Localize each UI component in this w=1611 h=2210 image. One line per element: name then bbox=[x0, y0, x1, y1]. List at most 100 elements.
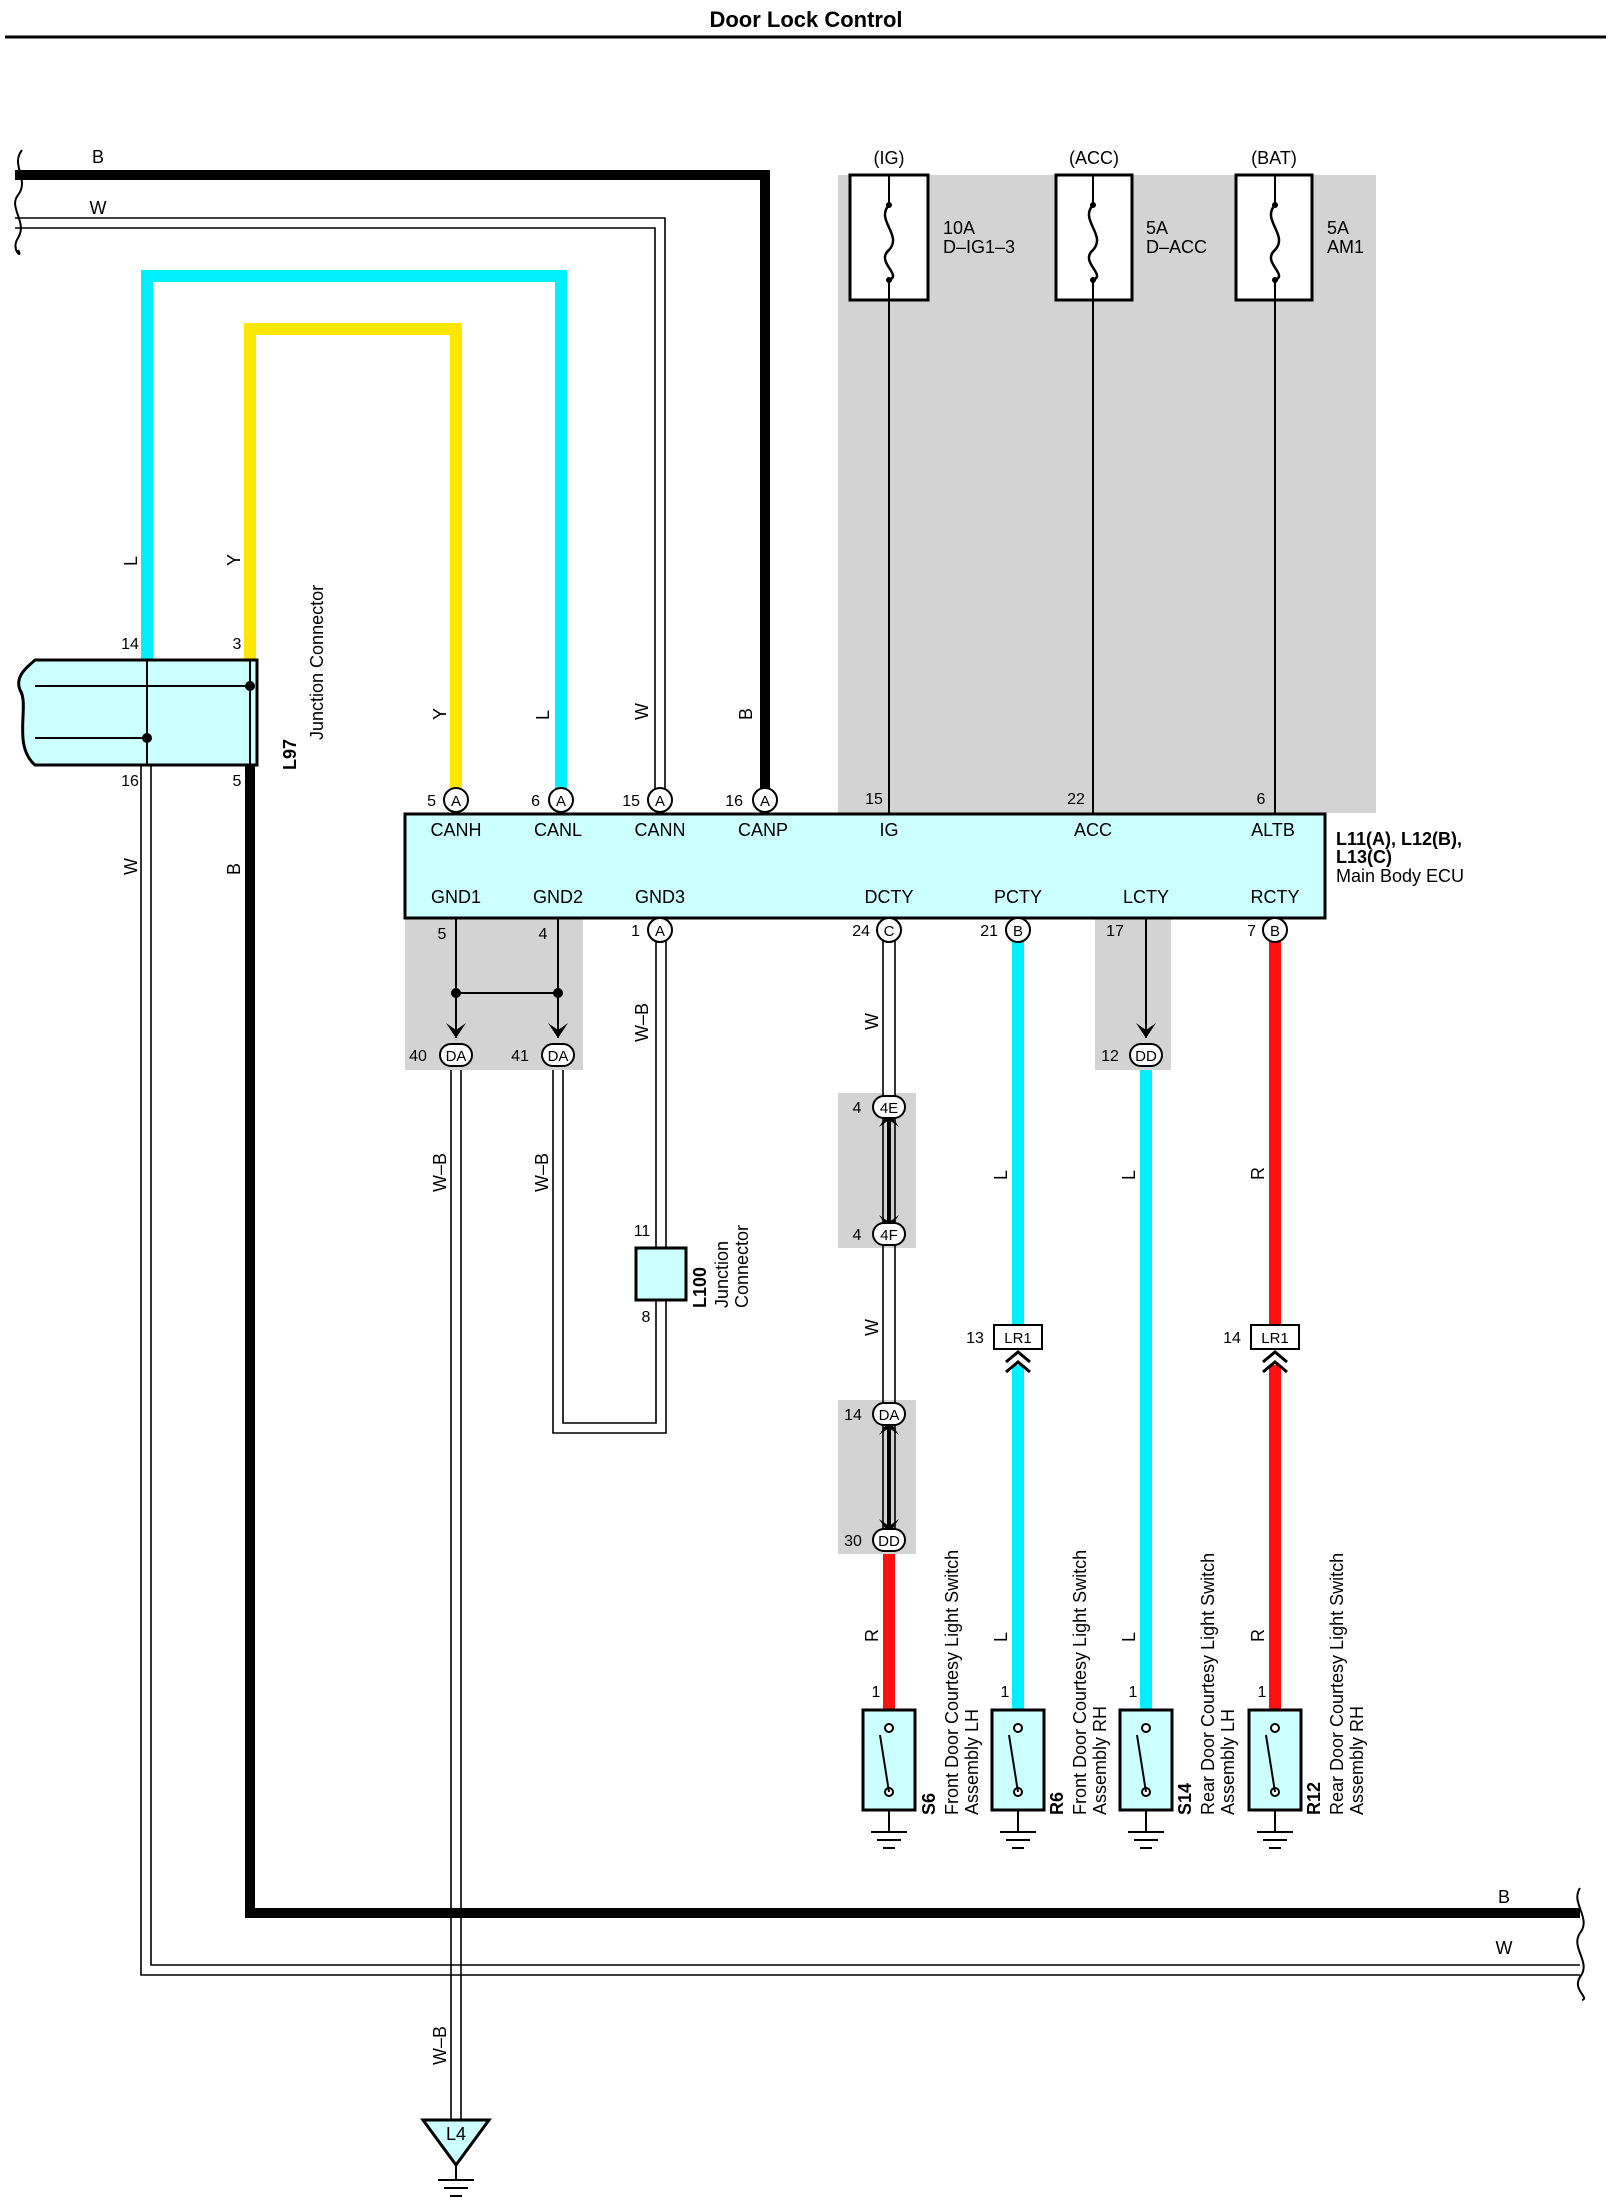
connector-gnd3-letter: A bbox=[655, 923, 665, 940]
joint-dd-12: DD 12 bbox=[1101, 1043, 1163, 1067]
splice-dot-1 bbox=[451, 988, 461, 998]
fuse-acc-amp: 5A bbox=[1146, 218, 1168, 238]
joint-da-40-conn: DA bbox=[446, 1048, 467, 1065]
switch-r12-line2: Assembly RH bbox=[1347, 1706, 1367, 1815]
fuse-ig: (IG) 10A D–IG1–3 bbox=[848, 148, 1015, 302]
switch-s14-id: S14 bbox=[1175, 1783, 1195, 1815]
label-lower-w: W bbox=[121, 858, 141, 875]
fuse-ig-amp: 10A bbox=[943, 218, 975, 238]
terminal-ig-name: IG bbox=[879, 820, 898, 840]
connector-cann bbox=[647, 787, 673, 813]
label-left-l: L bbox=[121, 556, 141, 566]
terminal-canl-pin: 6 bbox=[531, 793, 540, 810]
label-top-w: W bbox=[90, 198, 107, 218]
break-marks bbox=[14, 149, 1585, 2001]
label-canl-l: L bbox=[533, 710, 553, 720]
joint-dd-30-pin: 30 bbox=[844, 1533, 862, 1550]
label-dcty-w2: W bbox=[862, 1319, 882, 1336]
l97-pin-3: 3 bbox=[233, 636, 242, 653]
switch-r12-id: R12 bbox=[1304, 1782, 1324, 1815]
switch-r12-line1: Rear Door Courtesy Light Switch bbox=[1327, 1553, 1347, 1815]
joint-da-40: DA 40 bbox=[409, 1043, 473, 1067]
l97-dot-14 bbox=[142, 733, 152, 743]
joint-4f-pin: 4 bbox=[853, 1227, 862, 1244]
ecu-terminal-rcty: RCTY 7 B bbox=[1247, 887, 1300, 943]
terminal-lcty-pin: 17 bbox=[1106, 923, 1124, 940]
diagram-title: Door Lock Control bbox=[709, 7, 902, 32]
connector-lr1-rcty: LR1 14 bbox=[1223, 1324, 1300, 1374]
connector-canl bbox=[548, 787, 574, 813]
break-bottom bbox=[1576, 1887, 1585, 2001]
arrow-da-up bbox=[879, 1420, 899, 1435]
wire-w-top-inner bbox=[15, 227, 656, 798]
terminal-rcty-pin: 7 bbox=[1247, 923, 1256, 940]
fuse-acc-element bbox=[1087, 204, 1099, 282]
ecu-id2: L13(C) bbox=[1336, 847, 1392, 867]
ecu-terminal-dcty: DCTY 24 C bbox=[852, 887, 914, 943]
terminal-acc-name: ACC bbox=[1074, 820, 1112, 840]
fuse-ig-source: (IG) bbox=[874, 148, 905, 168]
switch-s6-pin: 1 bbox=[872, 1684, 881, 1701]
fuse-bat: (BAT) 5A AM1 bbox=[1234, 148, 1364, 302]
splice-dot-2 bbox=[553, 988, 563, 998]
label-gnd3-wb: W–B bbox=[632, 1003, 652, 1042]
l100-pin-8: 8 bbox=[642, 1309, 651, 1326]
ecu-terminal-cann: 15 A CANN bbox=[622, 787, 686, 840]
fuse-acc-source: (ACC) bbox=[1069, 148, 1119, 168]
joint-dd-30: DD 30 bbox=[844, 1528, 906, 1552]
connector-dcty-letter: C bbox=[884, 923, 895, 940]
connector-gnd3 bbox=[647, 917, 673, 943]
switch-s6-id: S6 bbox=[919, 1793, 939, 1815]
joint-dd-30-conn: DD bbox=[878, 1533, 900, 1550]
l97-body bbox=[17, 658, 259, 767]
terminal-acc-pin: 22 bbox=[1067, 791, 1085, 808]
wire-labels: B W L Y Y L W B W B W–B W–B W–B W–B W W … bbox=[90, 147, 1513, 2065]
terminal-gnd3-pin: 1 bbox=[631, 923, 640, 940]
fuse-bat-element bbox=[1269, 204, 1281, 282]
l97-name: Junction Connector bbox=[307, 585, 327, 740]
lcty-joint-shade bbox=[1095, 918, 1171, 1070]
terminal-gnd1-name: GND1 bbox=[431, 887, 481, 907]
terminal-gnd2-pin: 4 bbox=[539, 926, 548, 943]
wire-w-top-outer bbox=[15, 217, 666, 798]
connector-canp bbox=[752, 787, 778, 813]
fuse-acc: (ACC) 5A D–ACC bbox=[1054, 148, 1207, 302]
fuse-ig-element bbox=[883, 204, 895, 282]
switch-s14: 1 S14 Rear Door Courtesy Light Switch As… bbox=[1118, 1553, 1238, 1849]
ecu-terminal-acc: 22 ACC bbox=[1067, 791, 1112, 840]
terminal-canp-pin: 16 bbox=[725, 793, 743, 810]
arrow-4e-up bbox=[879, 1112, 899, 1127]
arrow-lcty bbox=[1136, 1023, 1156, 1038]
4e4f-shade bbox=[838, 1093, 916, 1248]
connector-pcty bbox=[1005, 917, 1031, 943]
connector-canh bbox=[443, 787, 469, 813]
switch-s14-line1: Rear Door Courtesy Light Switch bbox=[1198, 1553, 1218, 1815]
terminal-rcty-name: RCTY bbox=[1251, 887, 1300, 907]
ecu-id: L11(A), L12(B), bbox=[1336, 829, 1462, 849]
fuse-bat-name: AM1 bbox=[1327, 237, 1364, 257]
lr1-rcty-chevron bbox=[1262, 1350, 1288, 1374]
ground-l4-icon bbox=[438, 2179, 474, 2197]
joint-dd-12-conn: DD bbox=[1135, 1048, 1157, 1065]
label-canh-y: Y bbox=[430, 708, 450, 720]
fuse-ig-name: D–IG1–3 bbox=[943, 237, 1015, 257]
terminal-dcty-pin: 24 bbox=[852, 923, 870, 940]
label-bottom-w: W bbox=[1496, 1938, 1513, 1958]
l100-id: L100 bbox=[690, 1267, 710, 1308]
terminal-cann-name: CANN bbox=[634, 820, 685, 840]
label-gnd1-wb: W–B bbox=[430, 1153, 450, 1192]
label-pcty-l2: L bbox=[991, 1632, 1011, 1642]
ecu-name: Main Body ECU bbox=[1336, 866, 1464, 886]
terminal-altb-pin: 6 bbox=[1257, 791, 1266, 808]
wire-l-left bbox=[141, 270, 567, 798]
arrow-gnd2 bbox=[548, 1023, 568, 1038]
wire-w-lower-inner bbox=[150, 765, 1580, 1966]
label-ground-wb: W–B bbox=[430, 2026, 450, 2065]
break-top bbox=[14, 149, 23, 256]
wire-wb-gnd2-inner bbox=[562, 932, 657, 1424]
terminal-pcty-pin: 21 bbox=[980, 923, 998, 940]
terminal-canh-name: CANH bbox=[430, 820, 481, 840]
terminal-canl-name: CANL bbox=[534, 820, 582, 840]
joint-4e: 4E 4 bbox=[853, 1095, 906, 1119]
